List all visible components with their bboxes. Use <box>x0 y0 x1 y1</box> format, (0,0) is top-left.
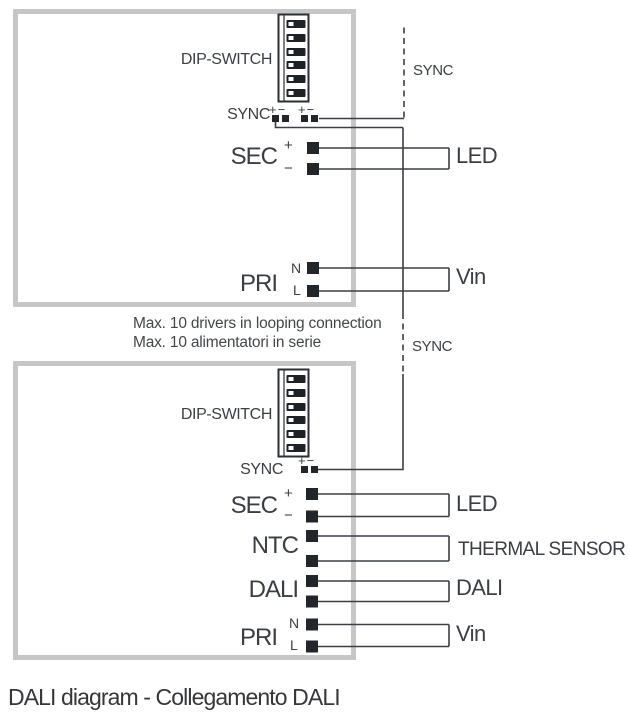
dip-switch-2-graphic <box>277 368 310 458</box>
minus-sign: − <box>277 102 287 117</box>
looping-note: Max. 10 drivers in looping connection Ma… <box>133 314 382 352</box>
led-1-label: LED <box>456 143 498 168</box>
minus-sign: − <box>306 102 316 117</box>
vin1-wires <box>319 267 450 292</box>
led2-wires <box>318 493 450 518</box>
ntc-label: NTC <box>251 532 299 559</box>
sec-1-minus-sign: − <box>284 160 293 177</box>
sec-2-plus-sign: + <box>284 485 293 502</box>
pri-2-l-label: L <box>290 637 298 653</box>
vin-1-label: Vin <box>456 264 486 289</box>
sync1-wire-b <box>274 122 403 129</box>
plus-sign: + <box>269 102 278 117</box>
sync-bus-mid-label: SYNC <box>412 338 453 355</box>
sync-1-polarity-pair-2: +− <box>298 103 315 116</box>
dali-wires <box>318 580 450 603</box>
led-2-label: LED <box>456 491 498 516</box>
sync-bus-top-label: SYNC <box>413 62 454 79</box>
dip-switch-1-graphic <box>277 13 310 103</box>
sec-2-label: SEC <box>230 492 278 519</box>
sync-1-polarity-pair-1: +− <box>269 103 286 116</box>
sec-1-plus-sign: + <box>284 137 293 154</box>
dip-switch-1-label: DIP-SWITCH <box>180 51 273 68</box>
thermal-sensor-label: THERMAL SENSOR <box>458 539 626 560</box>
led1-wires <box>319 147 450 170</box>
pri-1-label: PRI <box>239 270 278 297</box>
pri-2-label: PRI <box>239 624 278 651</box>
pri-1-l-label: L <box>293 282 301 298</box>
driver-1-box <box>13 9 356 307</box>
plus-sign: + <box>298 453 307 468</box>
sec-1-label: SEC <box>230 143 278 170</box>
sync-2-polarity-pair: +− <box>298 454 315 467</box>
driver-2-box <box>13 361 356 660</box>
diagram-caption: DALI diagram - Collegamento DALI <box>8 684 341 710</box>
pri-2-n-label: N <box>289 615 299 631</box>
minus-sign: − <box>306 453 316 468</box>
vin-2-label: Vin <box>456 621 486 646</box>
pri-1-n-label: N <box>291 260 301 276</box>
dip-switch-2-label: DIP-SWITCH <box>180 406 273 423</box>
vin2-wires <box>318 623 450 648</box>
sec-2-minus-sign: − <box>284 507 293 524</box>
dali-bus-label: DALI <box>456 575 503 600</box>
sync-2-label: SYNC <box>240 461 283 478</box>
looping-note-line-1: Max. 10 drivers in looping connection <box>133 315 382 332</box>
terminals-group <box>272 115 319 653</box>
dali-terminal-label: DALI <box>248 576 299 603</box>
sync-1-label: SYNC <box>227 106 270 123</box>
wires-group <box>274 24 450 648</box>
plus-sign: + <box>298 102 307 117</box>
sync-run-solid-lower <box>318 374 404 471</box>
looping-note-line-2: Max. 10 alimentatori in serie <box>133 334 322 351</box>
ntc-wires <box>318 535 450 562</box>
